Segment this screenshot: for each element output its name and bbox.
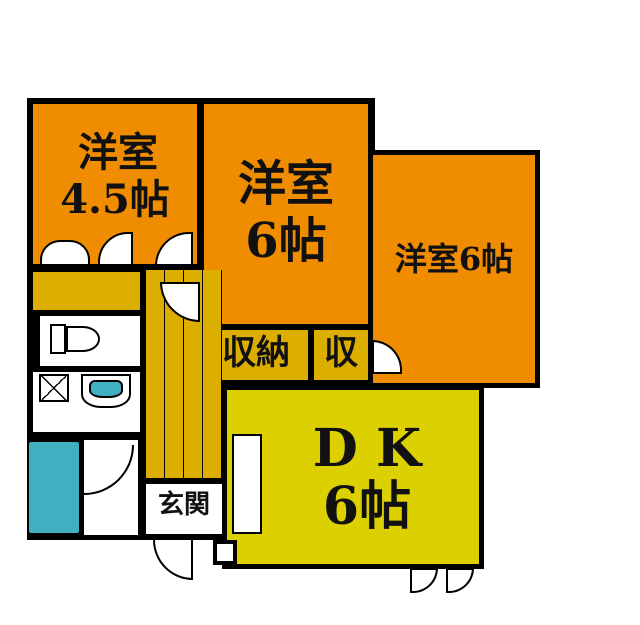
balcony-door — [446, 568, 474, 593]
room-label: 洋室 — [237, 156, 334, 212]
toilet-room — [40, 316, 140, 366]
room-label: 洋室6帖 — [394, 240, 514, 278]
sink-basin — [89, 380, 123, 398]
storage-label: 収 — [324, 333, 358, 373]
entrance-label: 玄関 — [157, 490, 210, 520]
bathtub — [27, 440, 81, 535]
room-western-6-middle: 洋室 6帖 — [204, 104, 368, 324]
room-label: D K — [312, 418, 422, 479]
washroom — [33, 372, 140, 432]
front-door — [153, 538, 193, 580]
storage-box — [213, 540, 237, 565]
toilet-bowl-icon — [66, 326, 100, 352]
hallway — [146, 270, 222, 478]
entrance: 玄関 — [146, 484, 222, 534]
balcony-door — [410, 568, 438, 593]
room-dk: D K 6帖 — [222, 385, 484, 569]
room-size: 6帖 — [322, 476, 412, 537]
storage-label: 収納 — [222, 333, 290, 373]
toilet-tank-icon — [50, 324, 66, 354]
storage-small: 収 — [314, 330, 368, 380]
sink-icon — [81, 374, 131, 408]
room-size: 6帖 — [245, 213, 327, 269]
closet-door — [40, 240, 90, 266]
washing-machine-icon — [39, 374, 69, 402]
kitchen-counter — [232, 434, 262, 534]
room-label: 洋室 — [78, 129, 158, 176]
closet-shelf — [33, 272, 140, 310]
room-size: 4.5帖 — [60, 176, 170, 223]
